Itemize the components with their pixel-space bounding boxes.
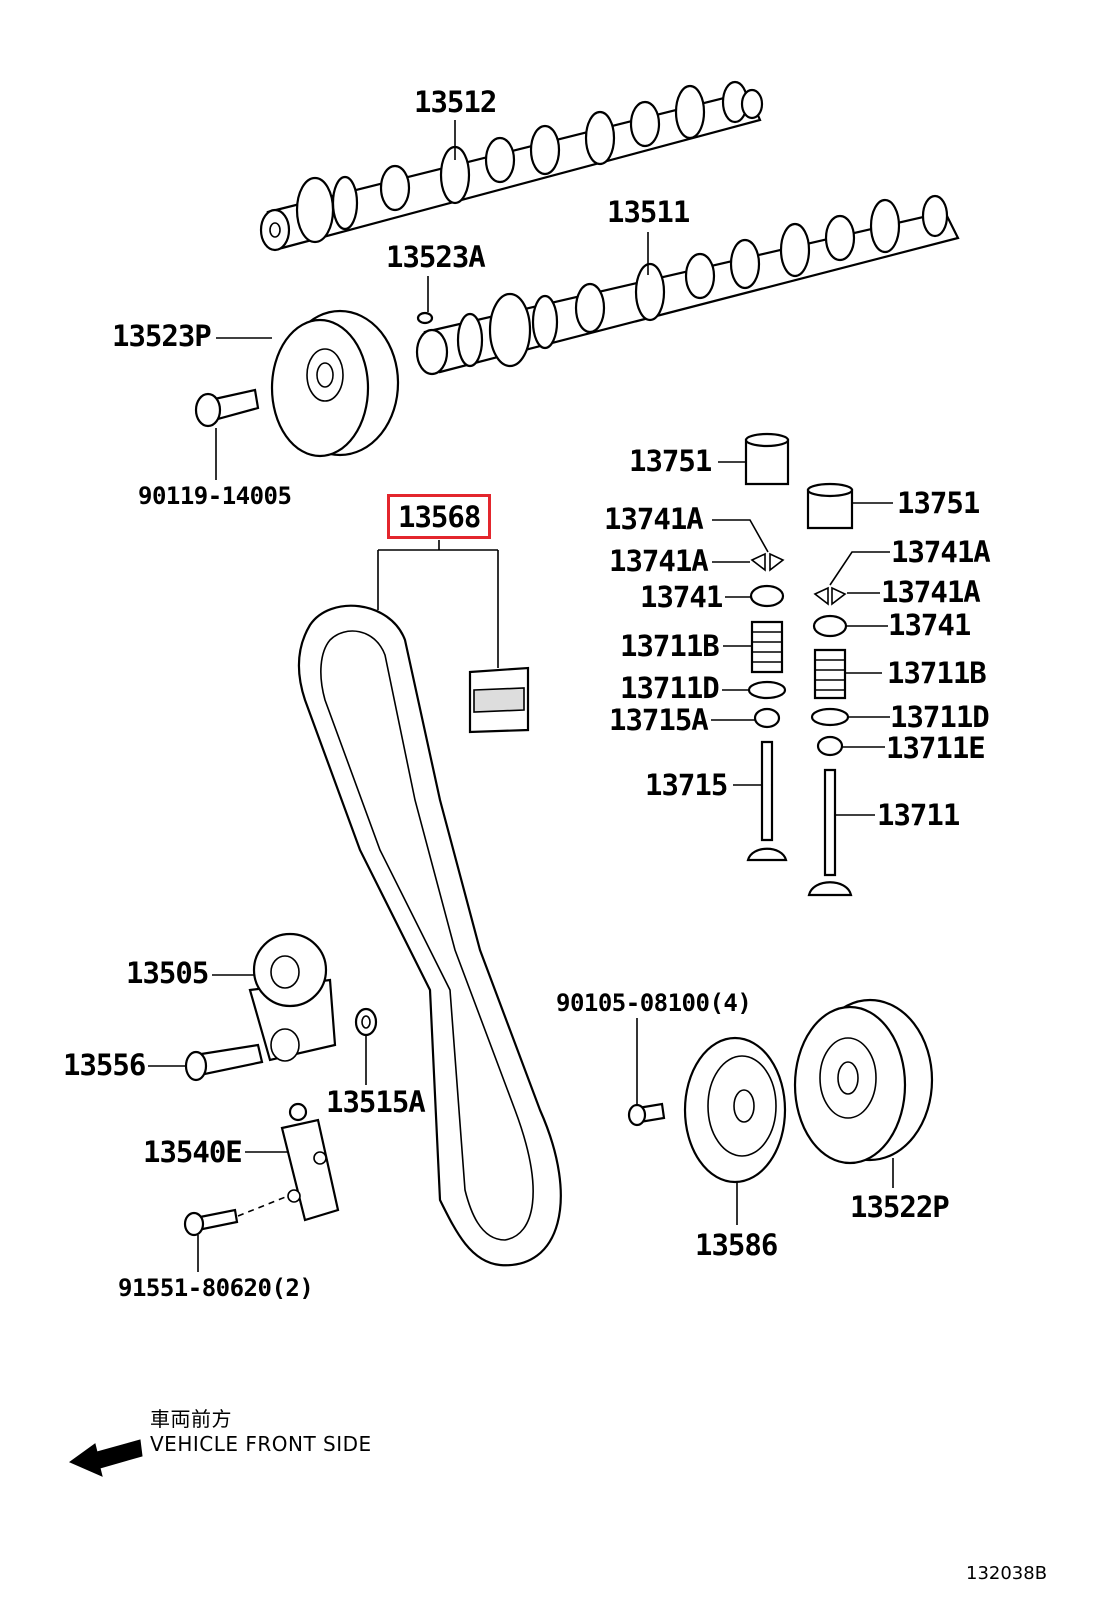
label-13512: 13512 [414,85,497,119]
label-13741-right: 13741 [888,608,971,642]
label-13586: 13586 [695,1228,778,1262]
label-13741A-1: 13741A [604,502,704,536]
label-13741A-2: 13741A [609,544,709,578]
label-13523P: 13523P [112,319,212,353]
label-13711D-left: 13711D [620,671,720,705]
crankshaft-timing-pulley-13522P [793,998,934,1165]
valve-parts-left [744,432,790,862]
figure-number: 132038B [966,1563,1048,1584]
idler-13505 [248,932,337,1062]
direction-caption-en: VEHICLE FRONT SIDE [150,1432,372,1456]
direction-caption-jp: 車両前方 [150,1407,232,1431]
belt-block [468,666,530,734]
label-13741A-3: 13741A [891,535,991,569]
key-13523A [416,311,434,325]
bolt-90119-14005 [194,388,260,428]
label-90119-14005: 90119-14005 [138,482,292,510]
label-13711D-right: 13711D [890,700,990,734]
label-13751-left: 13751 [629,444,712,478]
label-13511: 13511 [607,195,690,229]
label-13711B-left: 13711B [620,629,720,663]
label-13711B-right: 13711B [887,656,987,690]
camshaft-13512 [259,80,764,252]
timing-belt-13568 [297,604,562,1267]
washer-13515A [354,1007,378,1037]
camshaft-pulley-13523P [270,309,400,458]
label-13522P: 13522P [850,1190,950,1224]
label-13751-right: 13751 [897,486,980,520]
label-13711E: 13711E [886,731,986,765]
camshaft-13511 [415,194,960,376]
label-13715A: 13715A [609,703,709,737]
label-13540E: 13540E [143,1135,243,1169]
valve-parts-right [806,482,854,897]
leader-lines [148,120,894,1272]
bolt-90105-08100 [627,1102,666,1127]
label-13568-selected[interactable]: 13568 [386,494,492,539]
label-90105-08100: 90105-08100(4) [556,989,752,1017]
crankshaft-pulley-13586 [683,1036,787,1184]
label-13505: 13505 [126,956,209,990]
label-13741-left: 13741 [640,580,723,614]
bolt-13556 [184,1043,264,1082]
front-arrow [68,1439,143,1477]
label-13556: 13556 [63,1048,146,1082]
label-13515A: 13515A [326,1085,426,1119]
tensioner-13540E [280,1102,340,1222]
label-13715: 13715 [645,768,728,802]
label-13711: 13711 [877,798,960,832]
label-13741A-4: 13741A [881,575,981,609]
label-13523A: 13523A [386,240,486,274]
label-91551-80620: 91551-80620(2) [118,1274,314,1302]
bolt-91551-80620 [183,1195,289,1237]
